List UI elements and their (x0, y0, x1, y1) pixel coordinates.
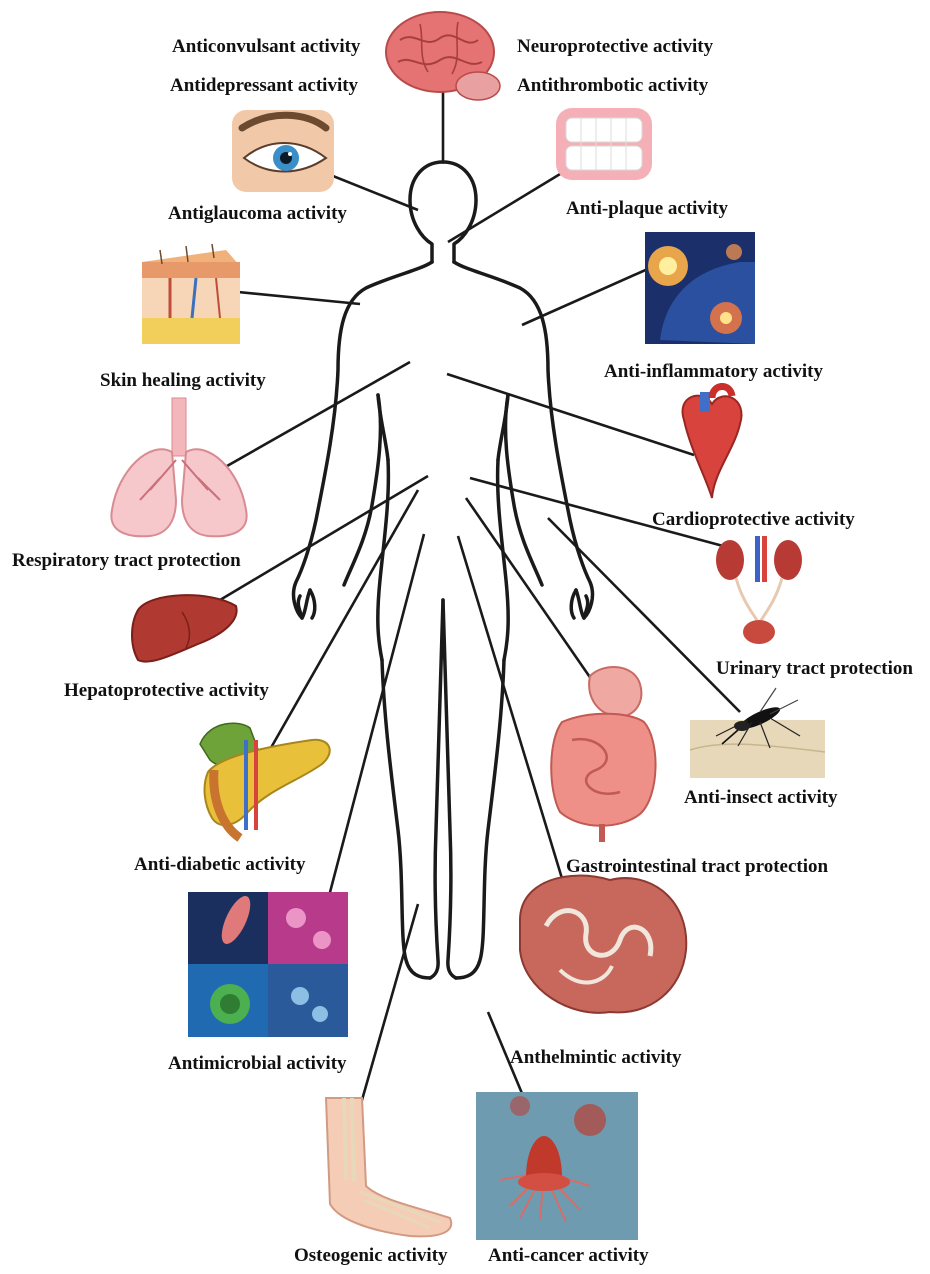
mosquito-icon (690, 688, 825, 778)
label-neuroprotective: Neuroprotective activity (517, 37, 713, 56)
connector-worms (458, 536, 574, 918)
label-urinary: Urinary tract protection (716, 659, 913, 678)
label-cardioprotective: Cardioprotective activity (652, 510, 855, 529)
label-anti-cancer: Anti-cancer activity (488, 1246, 649, 1265)
skin-layers-icon (142, 244, 240, 344)
gastrointestinal-icon (551, 667, 655, 842)
brain-icon (386, 12, 500, 100)
label-antithrombotic: Antithrombotic activity (517, 76, 708, 95)
label-gastrointestinal: Gastrointestinal tract protection (566, 857, 828, 876)
connector-microbes (318, 534, 424, 938)
heart-icon (682, 386, 741, 498)
pancreas-icon (200, 723, 330, 838)
connector-inflammation (522, 268, 650, 325)
connector-heart (447, 374, 694, 455)
label-anthelmintic: Anthelmintic activity (510, 1048, 682, 1067)
worm-infested-intestine-icon (520, 876, 686, 1013)
label-anti-inflammatory: Anti-inflammatory activity (604, 362, 823, 381)
label-anti-plaque: Anti-plaque activity (566, 199, 728, 218)
label-respiratory: Respiratory tract protection (12, 551, 241, 570)
lungs-icon (111, 398, 246, 536)
connector-mosquito (548, 518, 740, 712)
teeth-icon (556, 108, 652, 180)
label-skin-healing: Skin healing activity (100, 371, 266, 390)
label-osteogenic: Osteogenic activity (294, 1246, 448, 1265)
label-antiglaucoma: Antiglaucoma activity (168, 204, 347, 223)
connector-teeth (448, 168, 570, 242)
connector-foot (354, 904, 418, 1128)
connector-pancreas (264, 490, 418, 760)
label-anti-insect: Anti-insect activity (684, 788, 838, 807)
label-anticonvulsant: Anticonvulsant activity (172, 37, 360, 56)
inflamed-shoulder-icon (645, 232, 755, 344)
label-hepatoprotective: Hepatoprotective activity (64, 681, 269, 700)
label-anti-diabetic: Anti-diabetic activity (134, 855, 306, 874)
liver-icon (132, 595, 237, 661)
label-antidepressant: Antidepressant activity (170, 76, 358, 95)
microbes-icon (188, 892, 348, 1037)
urinary-system-icon (716, 536, 802, 644)
tumor-cell-icon (476, 1092, 638, 1240)
label-antimicrobial: Antimicrobial activity (168, 1054, 347, 1073)
eye-icon (232, 110, 334, 192)
foot-bones-icon (326, 1098, 451, 1236)
